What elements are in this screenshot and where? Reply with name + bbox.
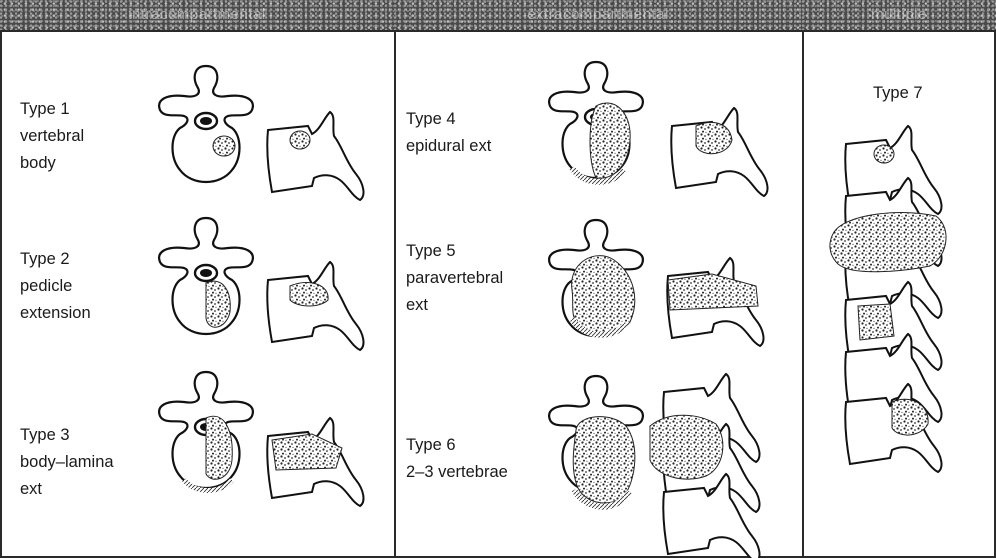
type-1-axial-drawing	[159, 66, 253, 182]
type-3-lateral-drawing	[267, 418, 363, 506]
type-6-axial-drawing	[549, 376, 643, 507]
type-4-lateral-drawing	[671, 108, 767, 196]
type-2-axial-drawing	[159, 218, 253, 334]
type-3-axial-drawing	[159, 372, 253, 491]
type-6-lateral-stack	[650, 374, 759, 558]
type-5-axial-drawing	[549, 220, 643, 336]
type-7-spine-drawing	[830, 126, 946, 472]
type-4-axial-drawing	[549, 62, 643, 182]
type-2-lateral-drawing	[267, 262, 363, 350]
type-1-lateral-drawing	[267, 112, 363, 200]
type-5-lateral-drawing	[667, 258, 763, 346]
